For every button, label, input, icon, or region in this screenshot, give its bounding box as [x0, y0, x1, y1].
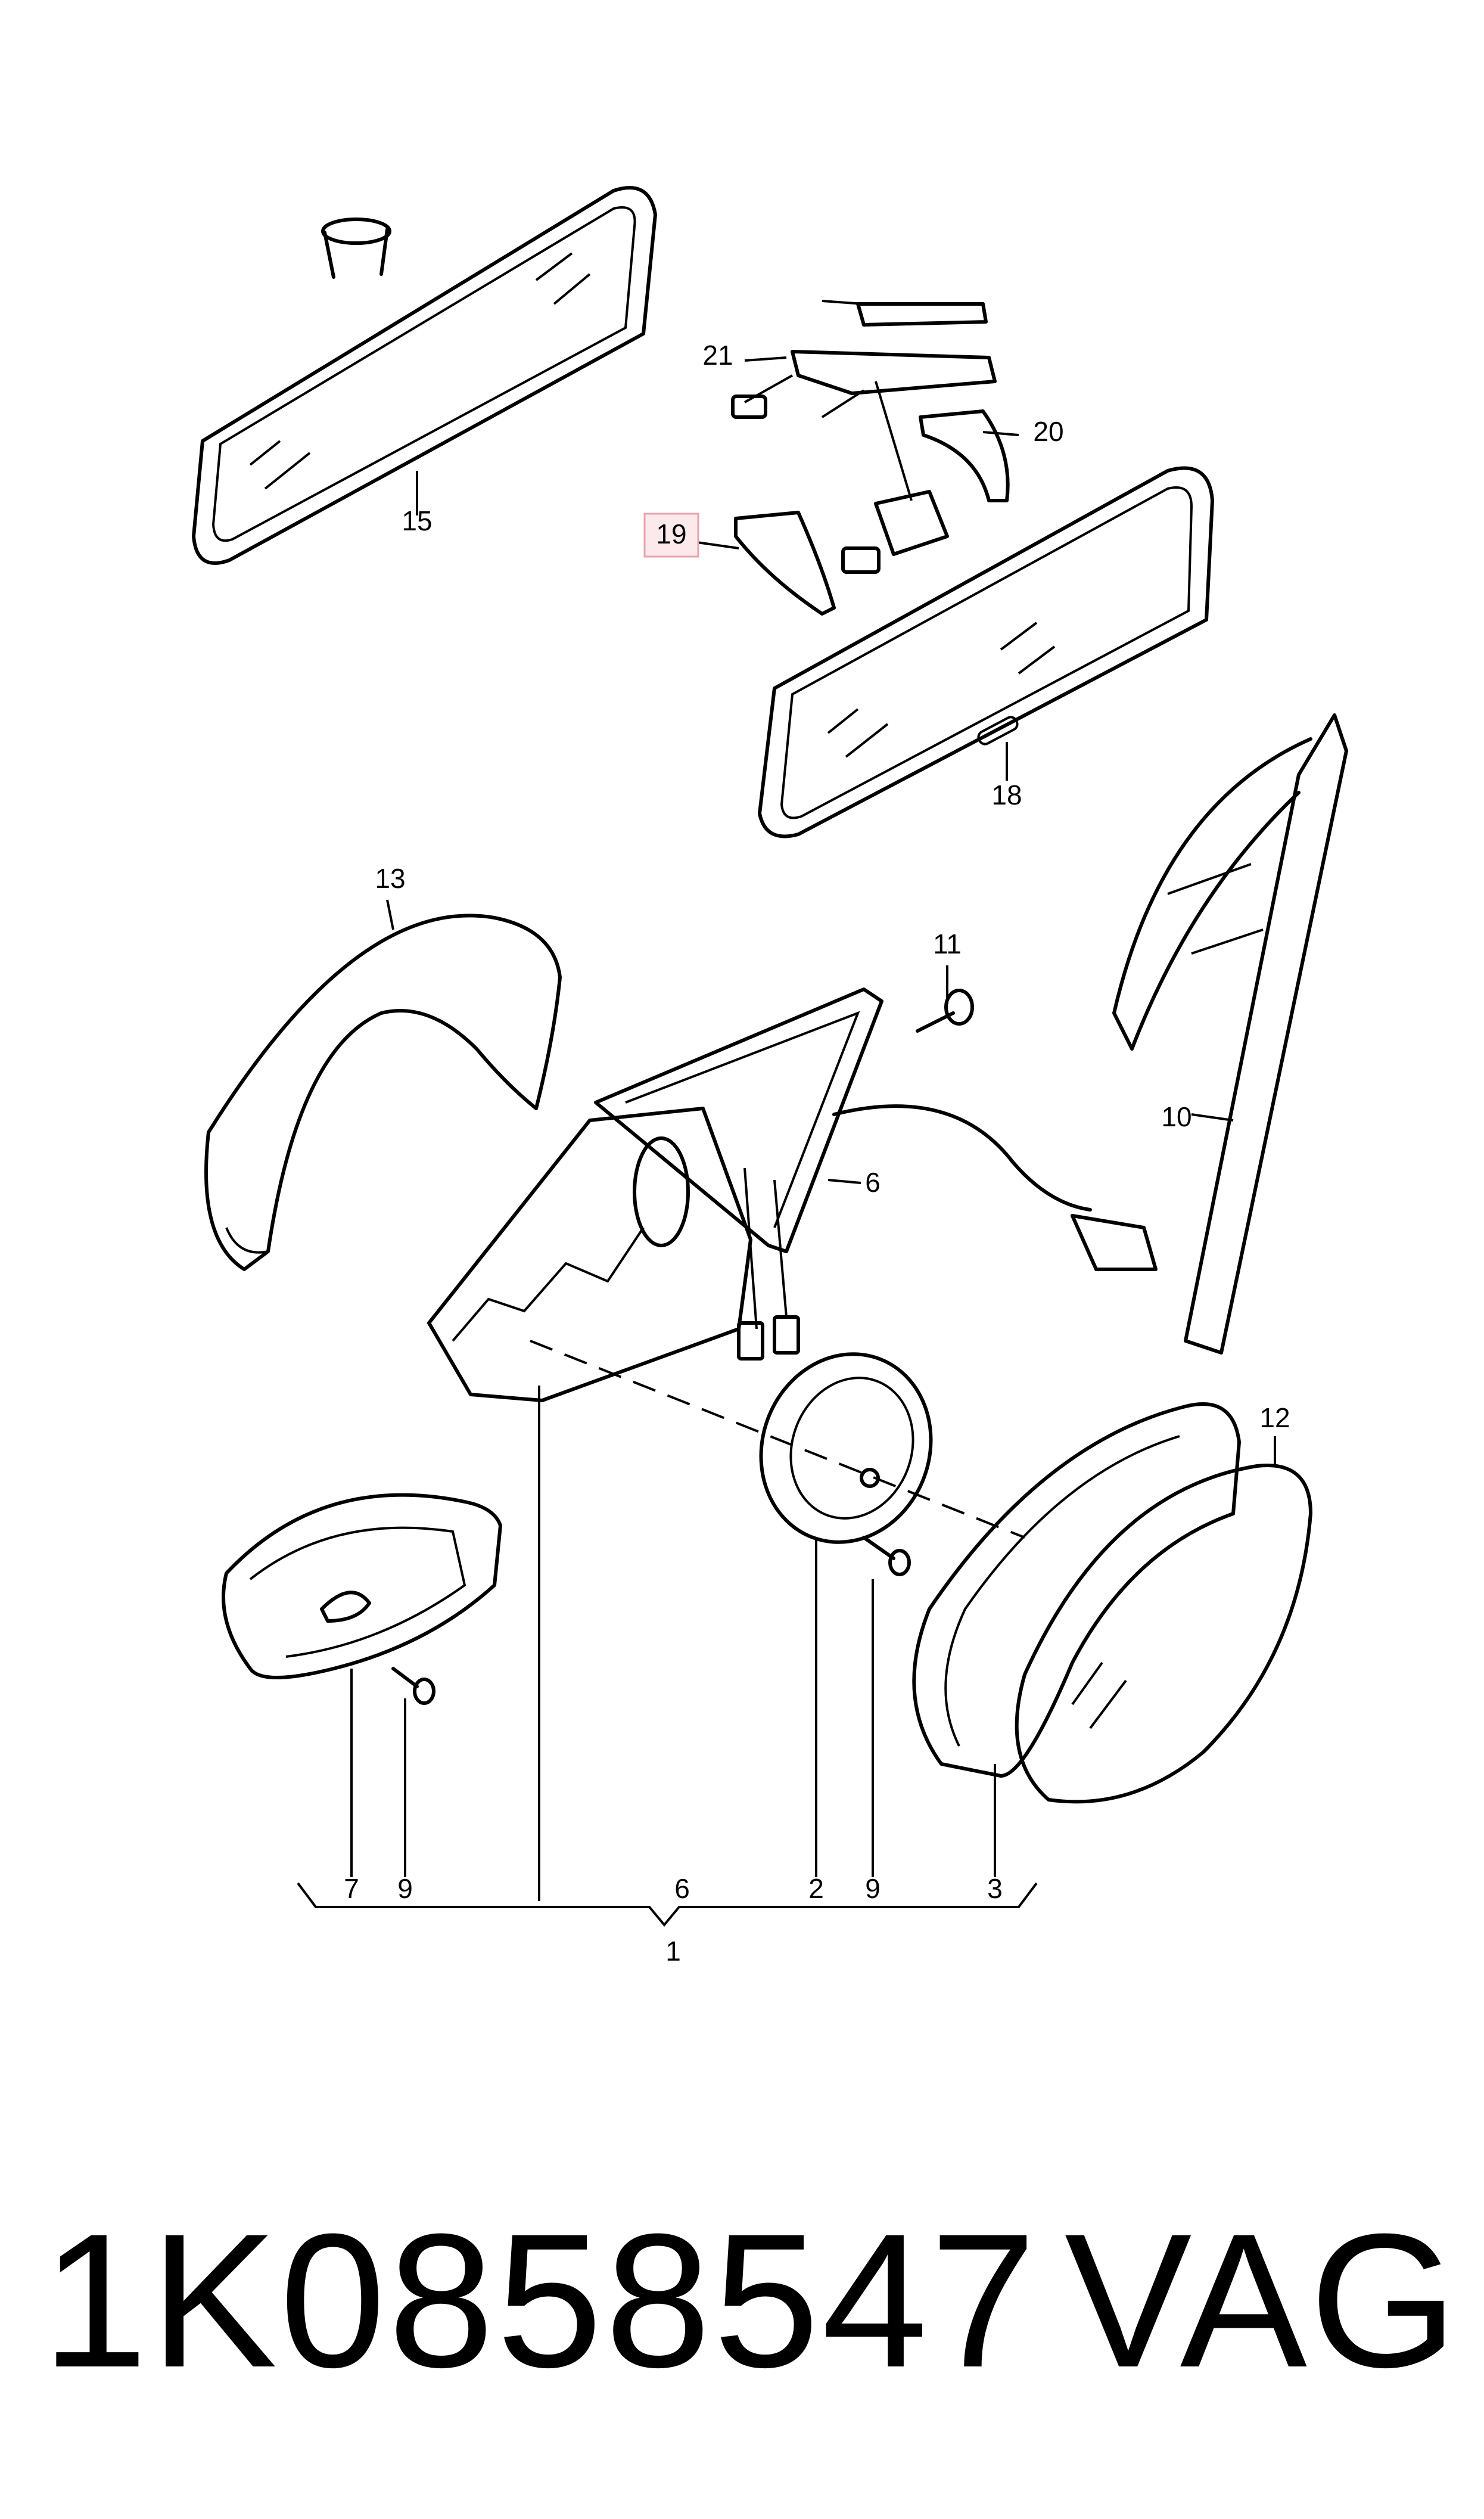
callout-18: 19 — [656, 518, 686, 549]
callout-20: 21 — [702, 340, 733, 371]
callout-12: 12 — [1259, 1402, 1290, 1433]
interior-mirror-14 — [192, 186, 657, 565]
lower-housing-7 — [222, 1493, 502, 1679]
callout-7: 7 — [344, 1873, 359, 1904]
mirror-triangle-10 — [1112, 713, 1348, 1355]
callout-6-upper: 6 — [865, 1167, 881, 1198]
interior-mirror-15 — [758, 466, 1214, 838]
mirror-base-6 — [427, 987, 1158, 1402]
callout-6-lower: 6 — [674, 1873, 690, 1904]
callout-3: 3 — [987, 1873, 1003, 1904]
mirror-cap-13 — [204, 914, 562, 1271]
callout-9-right: 9 — [865, 1873, 881, 1904]
callout-labels: 15 18 19 20 21 13 11 10 6 12 7 9 6 2 9 3… — [344, 340, 1290, 1967]
cover-parts-18-21 — [731, 302, 1010, 616]
callout-11: 11 — [933, 928, 962, 959]
callout-highlight-18 — [643, 513, 699, 558]
callout-1: 1 — [665, 1936, 681, 1967]
part-number: 1K0858547 — [42, 2194, 1039, 2407]
assembly-axis-line — [530, 1340, 1025, 1539]
bracket-line — [297, 1882, 1038, 1927]
callout-13: 13 — [375, 863, 405, 894]
screws-9 — [391, 1536, 911, 1705]
mirror-glass-12 — [1015, 1464, 1312, 1804]
screw-11 — [916, 989, 974, 1033]
callout-19: 20 — [1033, 416, 1063, 447]
callout-2: 2 — [808, 1873, 824, 1904]
mirror-housing-3 — [912, 1402, 1241, 1778]
callout-14: 15 — [402, 505, 432, 536]
callout-15: 18 — [991, 779, 1022, 810]
callout-10: 10 — [1161, 1101, 1191, 1132]
leader-lines — [297, 300, 1276, 1927]
callout-9-left: 9 — [397, 1873, 413, 1904]
adjust-motor-2 — [759, 1352, 933, 1544]
brand-name: VAG — [1064, 2194, 1460, 2407]
